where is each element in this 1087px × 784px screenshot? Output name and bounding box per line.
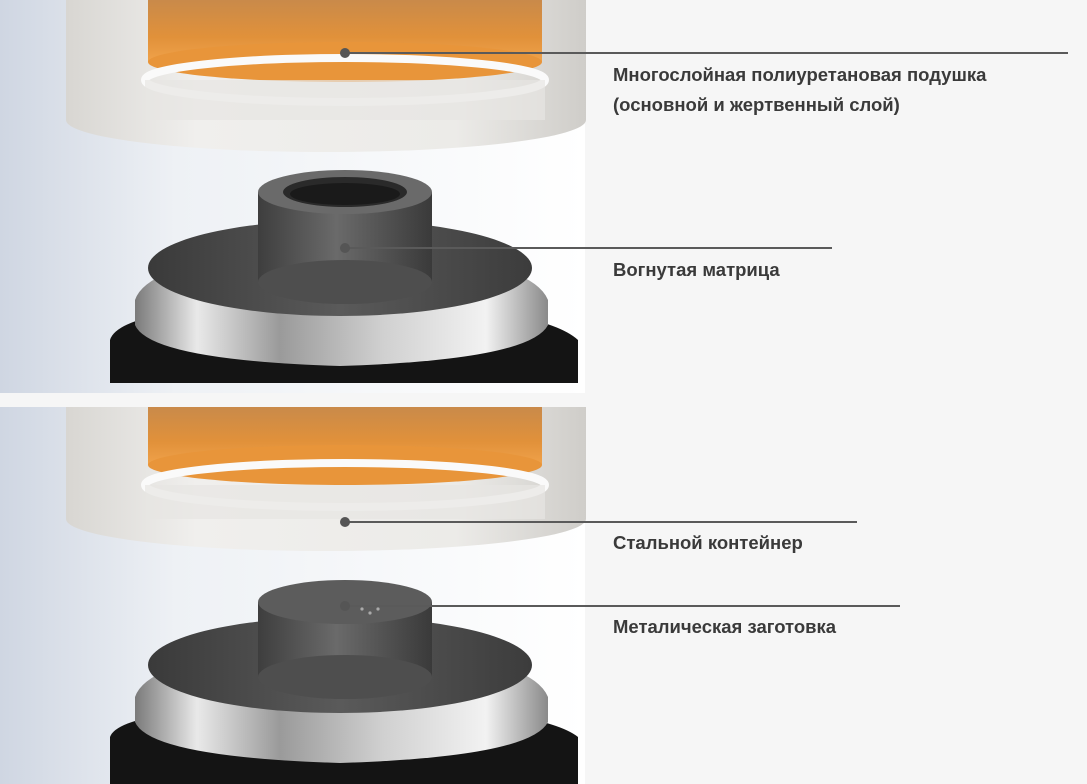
label-die: Вогнутая матрица [613,259,780,280]
callout-dot-die [340,243,350,253]
label-cushion-line1: Многослойная полиуретановая подушка [613,64,987,85]
callout-dot-cushion [340,48,350,58]
label-cushion: Многослойная полиуретановая подушка (осн… [613,60,986,120]
label-container: Стальной контейнер [613,532,803,553]
callout-dot-container [340,517,350,527]
label-cushion-line2: (основной и жертвенный слой) [613,94,900,115]
callout-dot-blank [340,601,350,611]
label-blank: Металическая заготовка [613,616,837,637]
diagram-panel-top: Многослойная полиуретановая подушка (осн… [0,0,1068,393]
diagram-panel-bottom: Стальной контейнер Металическая заготовк… [0,407,1087,784]
top-illustration [0,0,1068,393]
bottom-illustration [0,407,900,784]
